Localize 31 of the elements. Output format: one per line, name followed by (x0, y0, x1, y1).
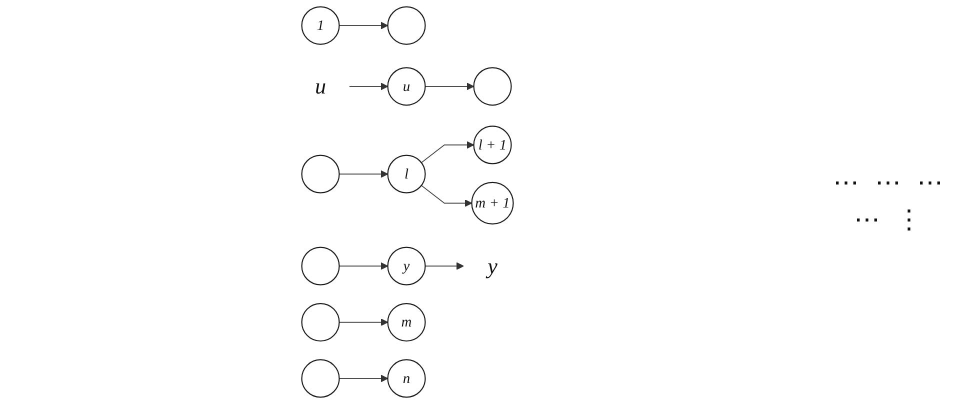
node-circle (387, 6, 426, 45)
node-circle: 1 (301, 6, 340, 45)
arrow (420, 141, 474, 164)
arrow (420, 185, 472, 207)
node-text: y (488, 254, 498, 278)
node-text: u (314, 74, 326, 99)
node-circle: m (387, 302, 426, 342)
node-circle: u (387, 67, 426, 106)
node-circle (301, 154, 340, 194)
ellipsis-dots: ⋯ (875, 169, 901, 198)
arrow (424, 262, 464, 270)
arrow (338, 318, 388, 326)
ellipsis-dots: ⋮ (896, 206, 922, 235)
node-circle (301, 359, 340, 398)
arrow (349, 82, 388, 90)
node-circle (301, 302, 340, 342)
arrow (338, 374, 388, 382)
node-circle (301, 246, 340, 286)
node-circle: l + 1 (473, 126, 512, 164)
ellipsis-dots: ⋯ (833, 169, 859, 198)
node-circle: l (387, 154, 426, 194)
node-circle: y (387, 246, 426, 286)
node-circle (473, 67, 512, 106)
ellipsis-dots: ⋯ (854, 206, 880, 235)
arrow (338, 170, 388, 178)
node-circle: m + 1 (471, 182, 514, 224)
ellipsis-dots: ⋯ (917, 169, 943, 198)
arrow (338, 22, 388, 30)
node-circle: n (387, 359, 426, 398)
arrow (338, 262, 388, 270)
arrow (424, 82, 474, 90)
